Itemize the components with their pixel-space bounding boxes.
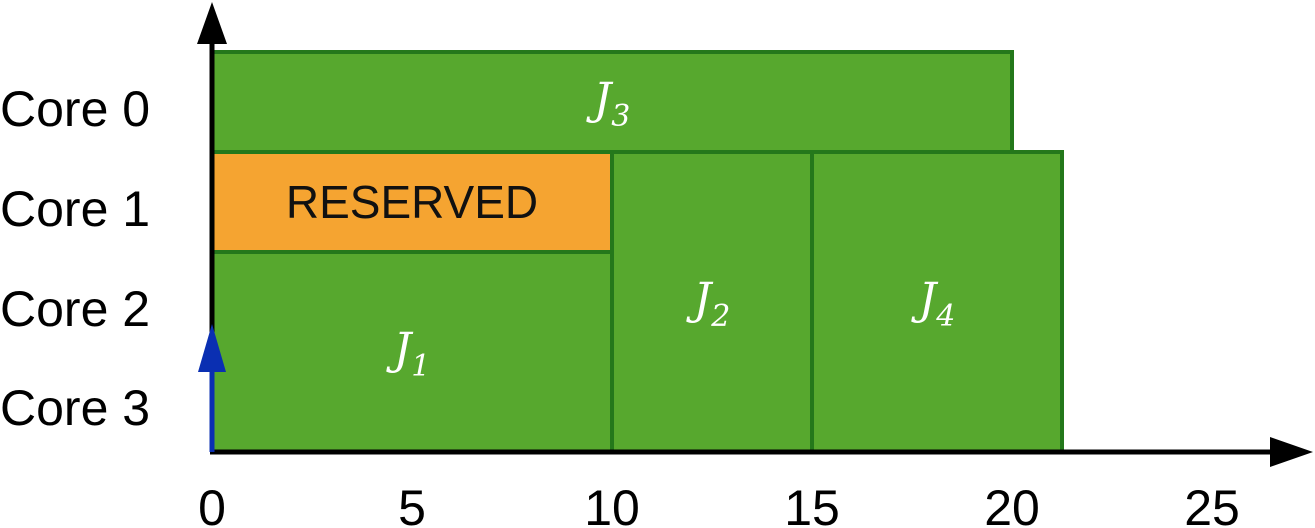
core-label-0: Core 0 bbox=[0, 81, 150, 137]
reserved-label: RESERVED bbox=[286, 176, 538, 228]
x-axis-arrowhead-icon bbox=[1270, 437, 1313, 467]
x-tick-10: 10 bbox=[584, 480, 640, 528]
job-block-j3: J3 bbox=[210, 50, 1014, 154]
arrival-marker bbox=[198, 324, 226, 452]
core-labels: Core 0 Core 1 Core 2 Core 3 bbox=[0, 81, 150, 436]
x-tick-5: 5 bbox=[398, 480, 426, 528]
job-block-j1: J1 bbox=[210, 250, 614, 454]
y-axis-arrowhead-icon bbox=[197, 2, 227, 44]
core-label-1: Core 1 bbox=[0, 181, 150, 237]
x-tick-0: 0 bbox=[198, 480, 226, 528]
job-block-rect bbox=[210, 50, 1014, 154]
core-label-2: Core 2 bbox=[0, 281, 150, 337]
arrival-arrow-icon bbox=[198, 324, 226, 372]
job-block-j4: J4 bbox=[810, 150, 1064, 454]
x-tick-25: 25 bbox=[1184, 480, 1240, 528]
x-tick-15: 15 bbox=[784, 480, 840, 528]
job-block-rect bbox=[810, 150, 1064, 454]
job-block-rect bbox=[610, 150, 814, 454]
x-tick-labels: 0 5 10 15 20 25 bbox=[198, 480, 1240, 528]
x-tick-20: 20 bbox=[984, 480, 1040, 528]
reserved-block: RESERVED bbox=[210, 150, 614, 254]
job-block-j2: J2 bbox=[610, 150, 814, 454]
x-axis bbox=[210, 437, 1313, 467]
core-label-3: Core 3 bbox=[0, 380, 150, 436]
